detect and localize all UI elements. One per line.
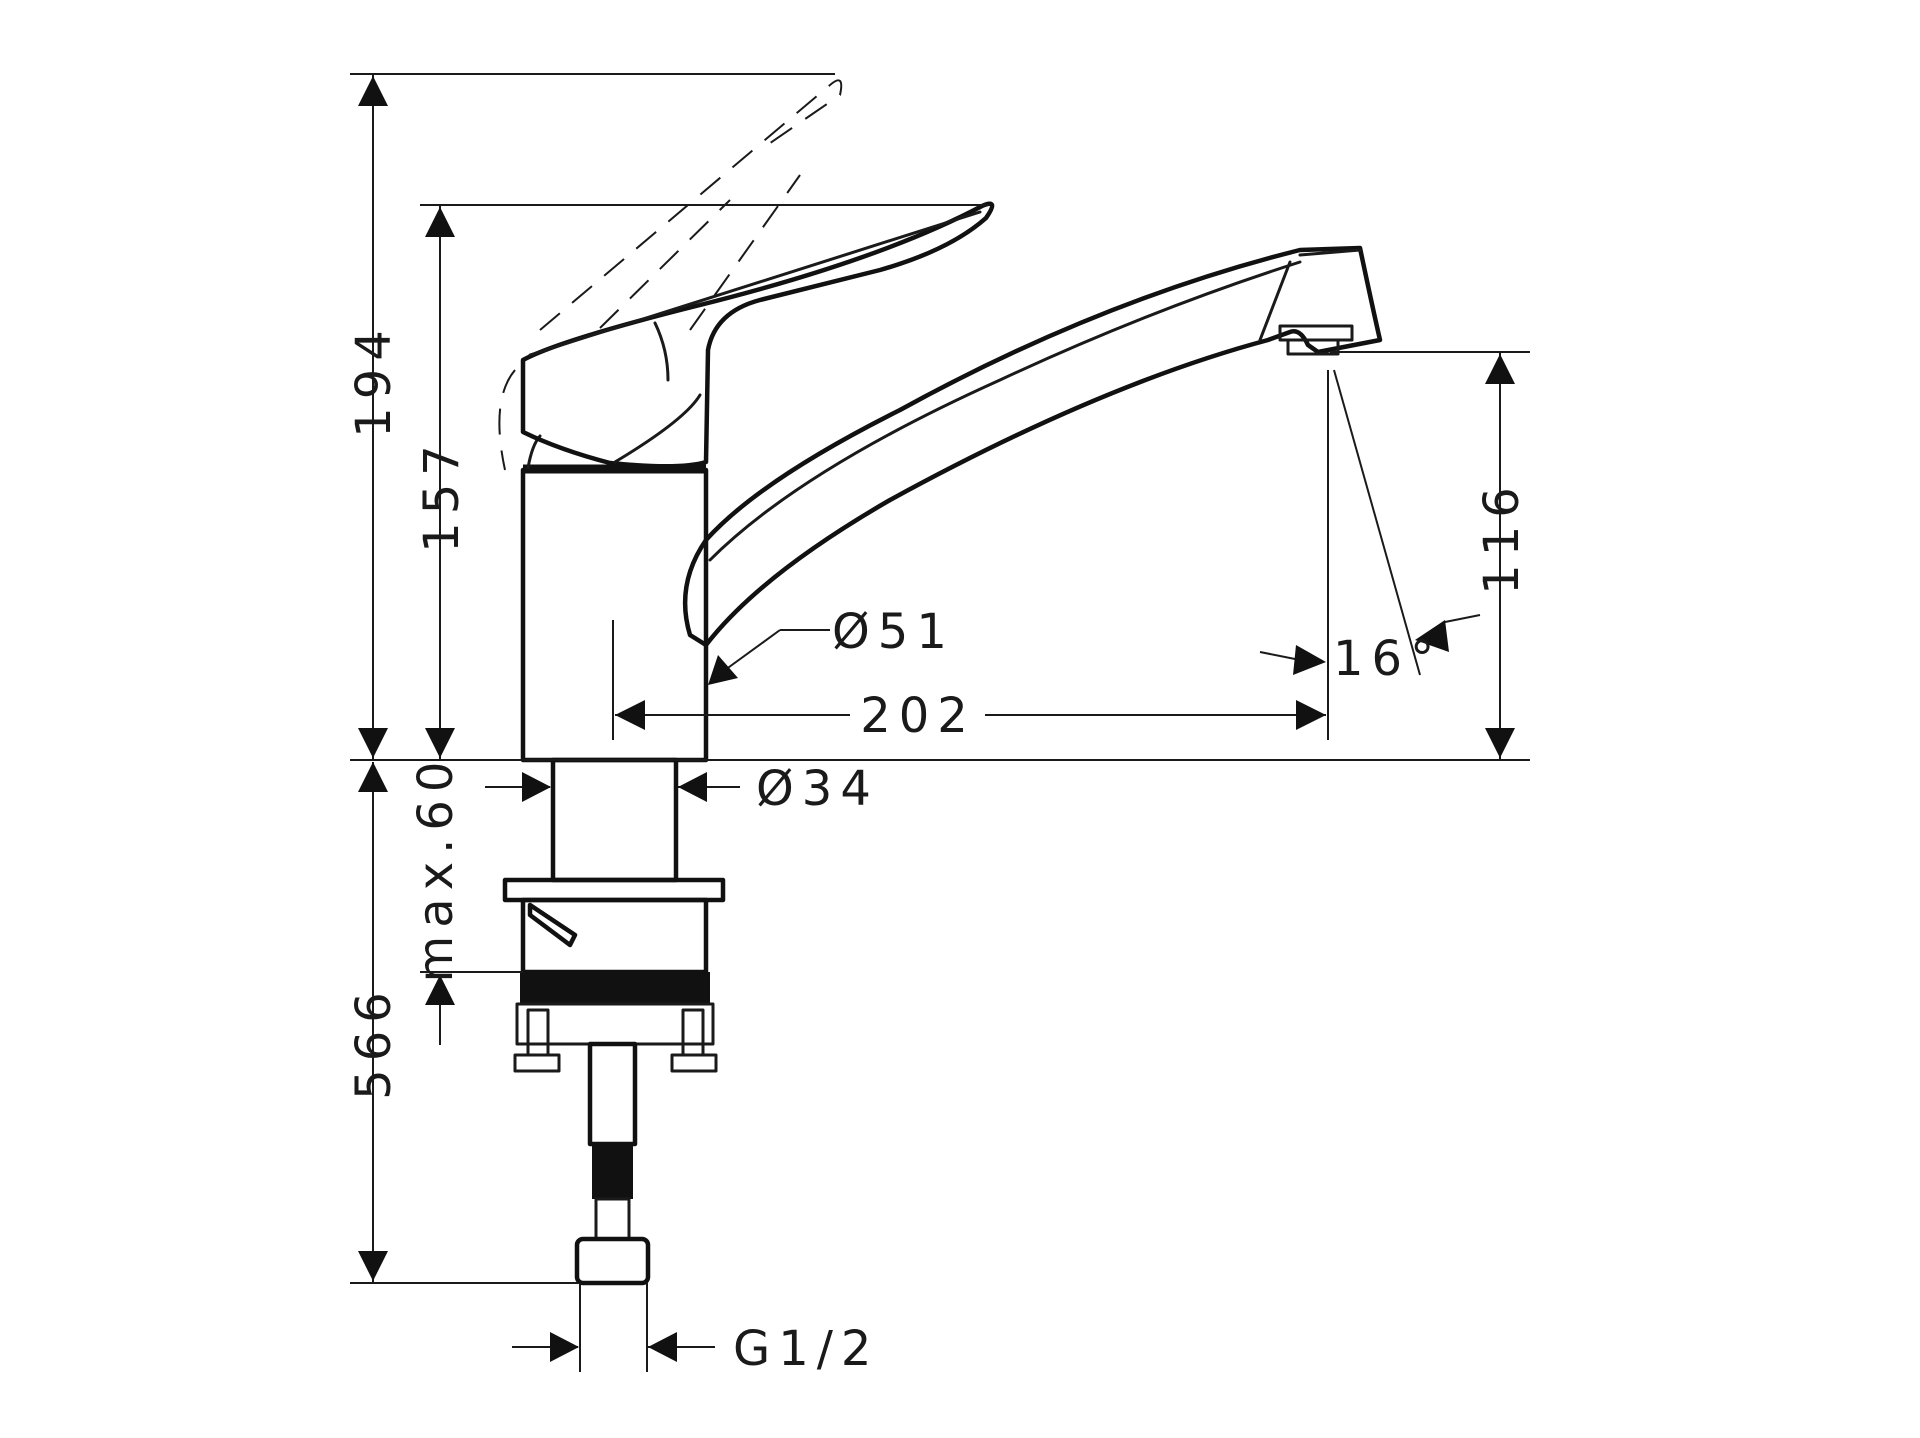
arrow-194-bottom [358, 728, 388, 758]
arrow-116-top [1485, 354, 1515, 384]
spout-highlight [708, 260, 1302, 562]
lever-lifted-base [498, 369, 516, 471]
arrow-194-top [358, 76, 388, 106]
spout [682, 245, 1383, 648]
label-202: 202 [860, 688, 976, 744]
spout-tip-face [1258, 260, 1292, 342]
aerator-nozzle [1286, 338, 1340, 356]
label-566: 566 [346, 984, 402, 1100]
arrow-16-left [1293, 645, 1326, 675]
arrow-202-right [1296, 700, 1326, 730]
arrow-202-left [615, 700, 645, 730]
connector-nut [574, 1236, 651, 1286]
arrow-g12-right [648, 1332, 677, 1362]
shank [550, 757, 679, 883]
spout-tip-top [1298, 248, 1362, 257]
arrow-51 [708, 655, 738, 685]
arrow-157-bottom [425, 728, 455, 758]
bolt-nut-left [513, 1053, 561, 1073]
angle-16-leader-left [1259, 651, 1301, 661]
label-116: 116 [1474, 479, 1530, 595]
label-diameter-51: Ø51 [832, 604, 955, 660]
leader-51-diagonal [724, 629, 781, 671]
arrow-60 [425, 975, 455, 1005]
hose-ferrule [594, 1197, 631, 1241]
fixing-nut [520, 897, 709, 975]
angle-16-leader-right [1444, 614, 1481, 623]
label-angle-16: 16° [1333, 631, 1442, 687]
supply-hose [587, 1041, 638, 1147]
hose-crimp [592, 1144, 633, 1199]
faucet-body [520, 467, 709, 763]
lever-lifted-mid [599, 199, 731, 329]
label-max-60: max.60 [408, 754, 464, 983]
arrow-116-bottom [1485, 728, 1515, 758]
faucet-outline [498, 79, 1383, 1286]
label-diameter-34: Ø34 [756, 761, 879, 817]
lever-lifted-bottom [689, 174, 801, 331]
arrow-157-top [425, 207, 455, 237]
arrow-34-right [678, 772, 707, 802]
lever-handle [520, 201, 995, 469]
clamp-bolt-left [526, 1008, 550, 1057]
dimension-labels: 194 157 116 Ø51 202 16° Ø34 max.60 566 G… [346, 322, 1530, 1377]
arrow-566-top [358, 762, 388, 792]
lever-lifted-tip [759, 79, 843, 151]
lever-crease [653, 321, 670, 382]
arrow-34-left [522, 772, 551, 802]
arrow-g12-left [550, 1332, 579, 1362]
lever-base-curve [613, 393, 702, 464]
label-194: 194 [346, 322, 402, 438]
angle-16-ray [1333, 369, 1421, 676]
arrow-566-bottom [358, 1251, 388, 1281]
arrow-16-right [1415, 620, 1449, 652]
bolt-nut-right [670, 1053, 718, 1073]
lever-lifted-top [539, 84, 831, 331]
fixing-clip [527, 902, 578, 948]
threaded-ring [520, 972, 710, 1004]
mounting-plate [502, 877, 726, 903]
label-g12: G1/2 [733, 1321, 879, 1377]
clamp-bolt-right [681, 1008, 705, 1057]
label-157: 157 [414, 437, 470, 553]
lever-top-edge [528, 210, 982, 357]
dimension-lines [350, 73, 1530, 1372]
